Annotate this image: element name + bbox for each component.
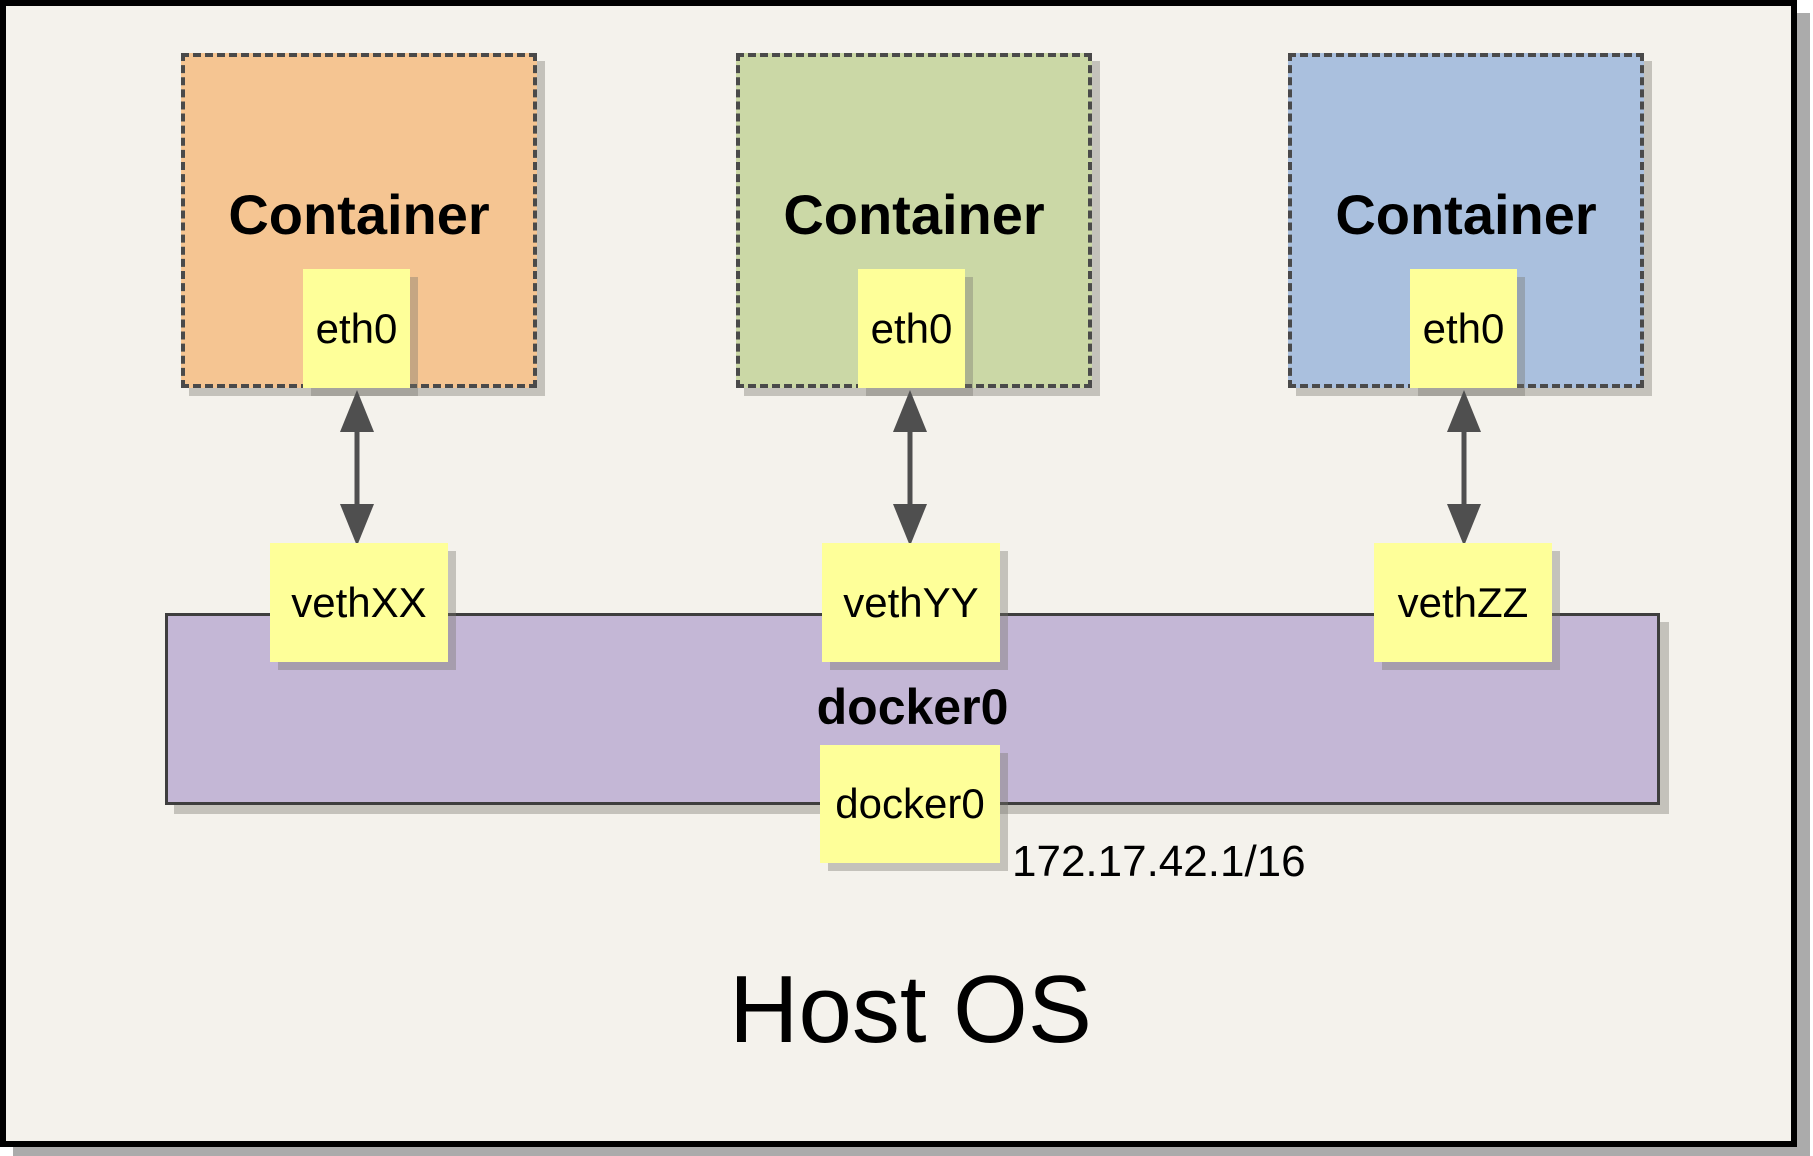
host-os-title: Host OS — [729, 956, 1092, 1063]
container-3-eth0-interface: eth0 — [1410, 269, 1517, 388]
container-1-eth0-label: eth0 — [315, 304, 398, 352]
vethXX-interface: vethXX — [270, 543, 448, 662]
double-arrow-icon — [340, 390, 374, 546]
container-3-eth0-label: eth0 — [1422, 304, 1505, 352]
bridge-ip-address: 172.17.42.1/16 — [1012, 837, 1306, 886]
container-3-label: Container — [1335, 183, 1597, 246]
container-1-eth0-interface: eth0 — [303, 269, 410, 388]
vethXX-label: vethXX — [291, 578, 427, 626]
double-arrow-icon — [893, 390, 927, 546]
container-box-3: Container eth0 — [1288, 53, 1644, 388]
vethYY-label: vethYY — [843, 578, 979, 626]
container-box-1: Container eth0 — [181, 53, 537, 388]
vethYY-interface: vethYY — [822, 543, 1000, 662]
docker0-bridge-label: docker0 — [816, 679, 1009, 735]
vethZZ-interface: vethZZ — [1374, 543, 1552, 662]
double-arrow-icon — [1447, 390, 1481, 546]
container-2-eth0-label: eth0 — [870, 304, 953, 352]
container-2-label: Container — [783, 183, 1045, 246]
container-2-eth0-interface: eth0 — [858, 269, 965, 388]
container-box-2: Container eth0 — [736, 53, 1092, 388]
docker0-interface: docker0 — [820, 745, 1000, 863]
docker0-interface-label: docker0 — [835, 780, 985, 827]
container-1-label: Container — [228, 183, 490, 246]
vethZZ-label: vethZZ — [1397, 578, 1529, 626]
